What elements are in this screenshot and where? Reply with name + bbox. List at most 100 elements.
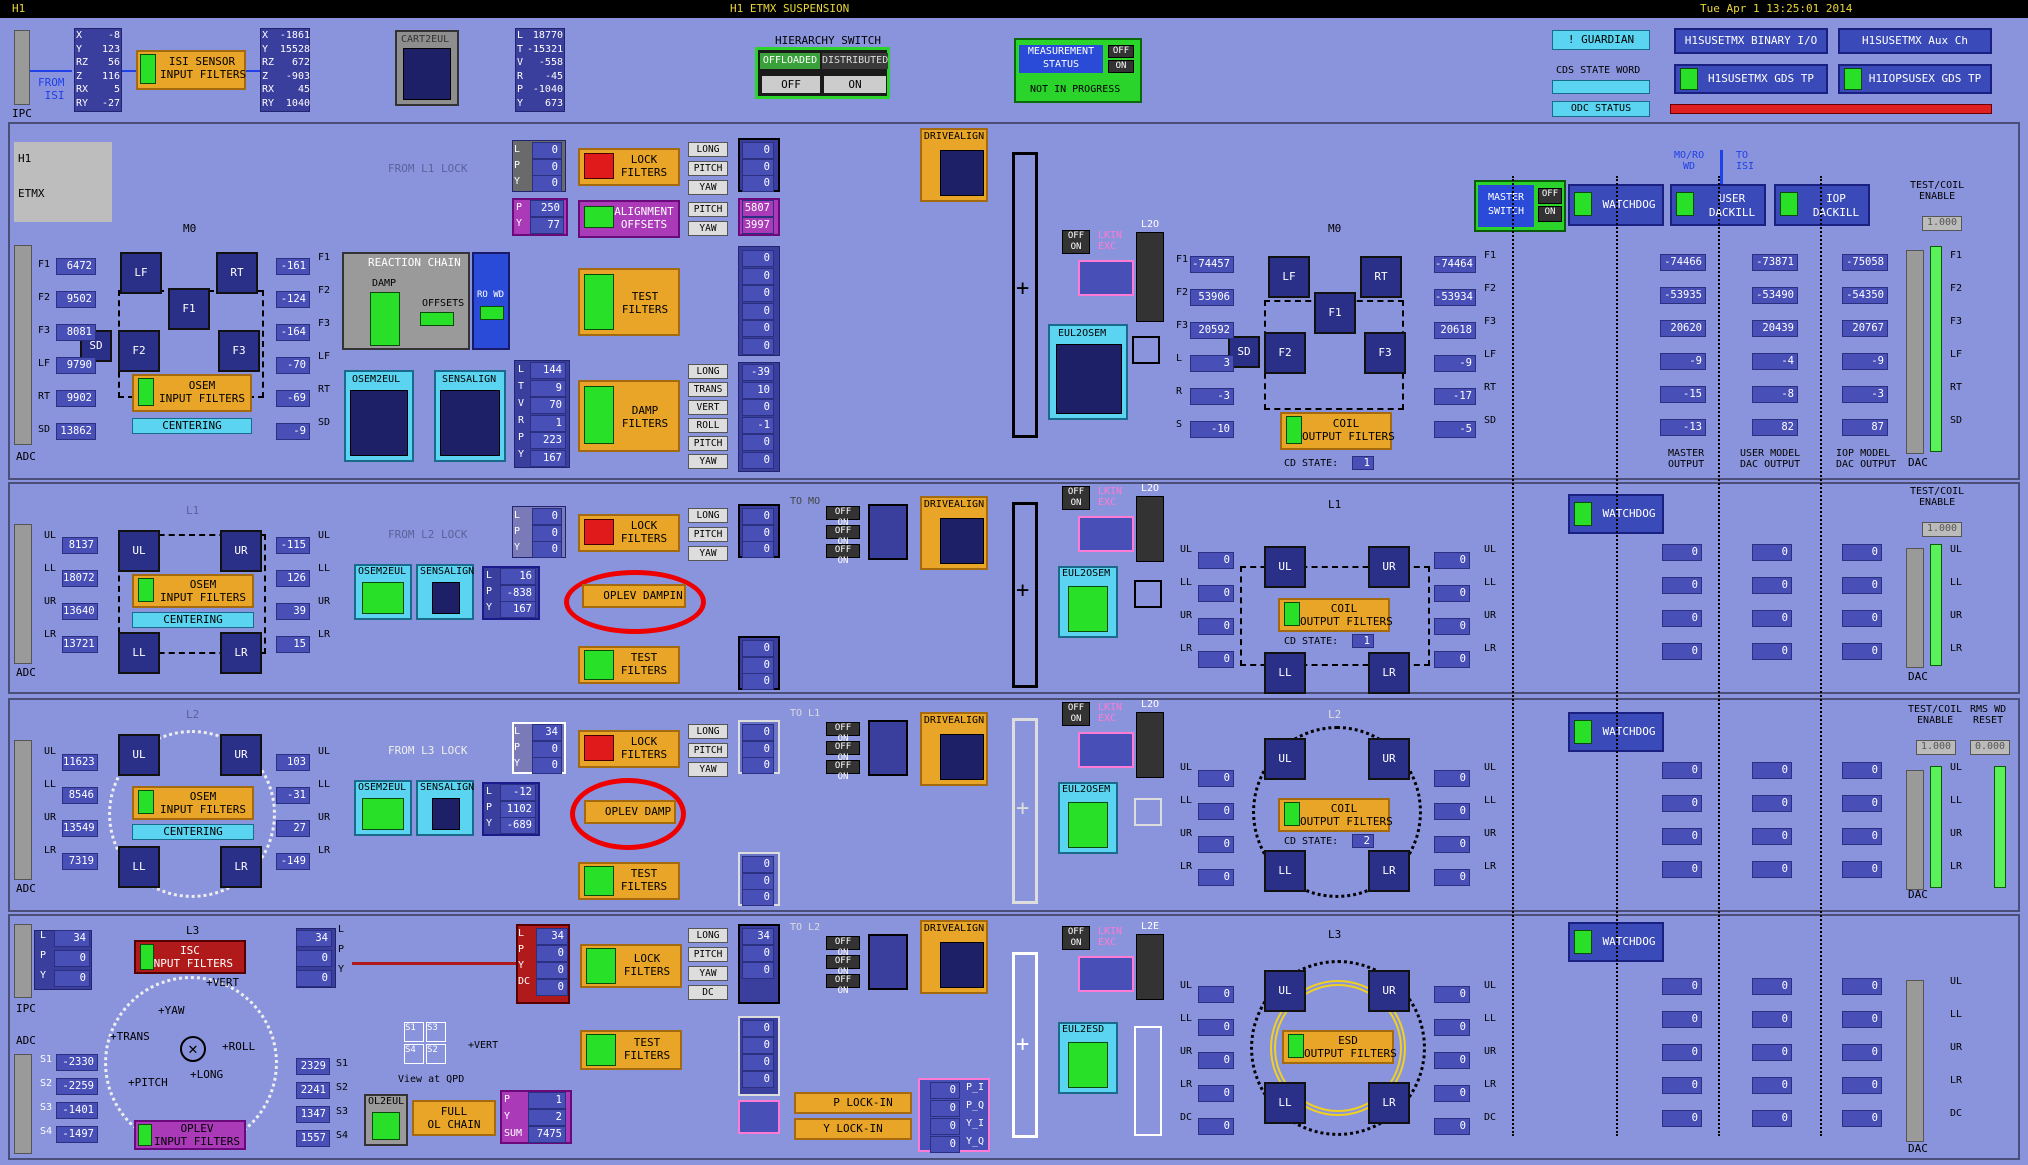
l1-centering-button[interactable]: CENTERING: [132, 612, 254, 628]
l2-coil-ll[interactable]: LL: [1264, 850, 1306, 892]
master-on[interactable]: ON: [1538, 206, 1562, 222]
l2-offon-switch[interactable]: OFF ON: [826, 722, 860, 744]
l3-offon-switch[interactable]: OFF ON: [826, 974, 860, 996]
from-isi-label: FROM ISI: [38, 76, 65, 102]
l3-oplev-input-filters-button[interactable]: OPLEV INPUT FILTERS: [134, 1120, 246, 1150]
l2-eul2osem-button[interactable]: EUL2OSEM: [1058, 782, 1118, 854]
meas-on-button[interactable]: ON: [1108, 60, 1134, 73]
l1-offon-switch[interactable]: OFF ON: [826, 506, 860, 528]
m0-eul2osem-button[interactable]: EUL2OSEM: [1048, 324, 1128, 420]
cart2eul-button[interactable]: CART2EUL: [395, 30, 459, 106]
l1-osem-lr[interactable]: LR: [220, 632, 262, 674]
iop-dackill-button[interactable]: IOP DACKILL: [1774, 184, 1870, 226]
l2-filter-label: LR: [318, 845, 331, 856]
l1-coil-ll[interactable]: LL: [1264, 652, 1306, 694]
l3-offon-switch[interactable]: OFF ON: [826, 936, 860, 958]
ro-wd-box[interactable]: RO WD: [472, 252, 510, 350]
l1-coil-ur[interactable]: UR: [1368, 546, 1410, 588]
l1-osem2eul-button[interactable]: OSEM2EUL: [354, 564, 412, 620]
l2-osem-ur[interactable]: UR: [220, 734, 262, 776]
guardian-button[interactable]: ! GUARDIAN: [1552, 30, 1650, 50]
l2-offon-switch[interactable]: OFF ON: [826, 741, 860, 763]
susetmx-gds-tp-button[interactable]: H1SUSETMX GDS TP: [1674, 64, 1828, 94]
l1-oplev-damping-button[interactable]: OPLEV DAMPIN: [582, 584, 686, 608]
l3-drivealign-button[interactable]: DRIVEALIGN: [920, 920, 988, 994]
y-lockin-button[interactable]: Y LOCK-IN: [794, 1118, 912, 1140]
l1-lock-filters-button[interactable]: LOCK FILTERS: [578, 514, 680, 552]
hierarchy-on-button[interactable]: ON: [824, 76, 886, 93]
l2-coil-ul[interactable]: UL: [1264, 738, 1306, 780]
m0-enable-input[interactable]: 1.000: [1922, 216, 1962, 231]
coil-f3[interactable]: F3: [1364, 332, 1406, 374]
hierarchy-off-button[interactable]: OFF: [762, 76, 820, 93]
coil-lf[interactable]: LF: [1268, 256, 1310, 298]
osem-f3[interactable]: F3: [218, 330, 260, 372]
l1-osem-input-filters-button[interactable]: OSEM INPUT FILTERS: [132, 574, 254, 608]
m0-out-label: F2: [1484, 283, 1497, 294]
iopsusex-gds-tp-button[interactable]: H1IOPSUSEX GDS TP: [1838, 64, 1992, 94]
l2-coil-ur[interactable]: UR: [1368, 738, 1410, 780]
l1-offon-switch[interactable]: OFF ON: [826, 525, 860, 547]
l1-eul-value: 16: [500, 568, 536, 585]
meas-off-button[interactable]: OFF: [1108, 45, 1134, 58]
m0-master-value: -13: [1660, 419, 1706, 436]
l1-eul2osem-button[interactable]: EUL2OSEM: [1058, 566, 1118, 638]
esd-lr[interactable]: LR: [1368, 1082, 1410, 1124]
l3-offon-switch[interactable]: OFF ON: [826, 955, 860, 977]
osem-lf[interactable]: LF: [120, 252, 162, 294]
l1-osem-ur[interactable]: UR: [220, 530, 262, 572]
l1-enable-input[interactable]: 1.000: [1922, 522, 1962, 537]
l2-rms-reset-input[interactable]: 0.000: [1970, 740, 2010, 755]
l1-coil-lr[interactable]: LR: [1368, 652, 1410, 694]
l3-eul2esd-button[interactable]: EUL2ESD: [1058, 1022, 1118, 1094]
l2-enable-input[interactable]: 1.000: [1916, 740, 1956, 755]
master-off[interactable]: OFF: [1538, 188, 1562, 204]
coil-rt[interactable]: RT: [1360, 256, 1402, 298]
reaction-chain-box[interactable]: REACTION CHAIN DAMP OFFSETS: [342, 252, 470, 350]
l2-centering-button[interactable]: CENTERING: [132, 824, 254, 840]
aux-channels-button[interactable]: H1SUSETMX Aux Ch: [1838, 28, 1992, 54]
m0-drivealign-button[interactable]: DRIVEALIGN: [920, 128, 988, 202]
l1-drivealign-button[interactable]: DRIVEALIGN: [920, 496, 988, 570]
l1-out-value: 0: [1434, 618, 1470, 635]
l1-sensalign-button[interactable]: SENSALIGN: [416, 564, 474, 620]
hierarchy-switch[interactable]: OFFLOADED DISTRIBUTED OFF ON: [755, 47, 890, 99]
l2-osem-ll[interactable]: LL: [118, 846, 160, 888]
l2-osem-lr[interactable]: LR: [220, 846, 262, 888]
l2-oplev-damping-button[interactable]: OPLEV DAMP: [584, 800, 676, 824]
l2-drivealign-button[interactable]: DRIVEALIGN: [920, 712, 988, 786]
binary-io-button[interactable]: H1SUSETMX BINARY I/O: [1674, 28, 1828, 54]
coil-f2[interactable]: F2: [1264, 332, 1306, 374]
l2-coil-lr[interactable]: LR: [1368, 850, 1410, 892]
osem-f1[interactable]: F1: [168, 288, 210, 330]
l3-full-ol-chain-button[interactable]: FULL OL CHAIN: [412, 1100, 496, 1136]
osem-rt[interactable]: RT: [216, 252, 258, 294]
coil-f1[interactable]: F1: [1314, 292, 1356, 334]
l2-offon-switch[interactable]: OFF ON: [826, 760, 860, 782]
l2-osem-value: 13549: [62, 820, 98, 837]
l3-ol2eul-button[interactable]: OL2EUL: [364, 1094, 408, 1146]
l3-master-value: 0: [1662, 1011, 1702, 1028]
l1-coil-ul[interactable]: UL: [1264, 546, 1306, 588]
m0-centering-button[interactable]: CENTERING: [132, 418, 252, 434]
esd-ul[interactable]: UL: [1264, 970, 1306, 1012]
osem-f2[interactable]: F2: [118, 330, 160, 372]
l1-offon-switch[interactable]: OFF ON: [826, 544, 860, 566]
master-switch[interactable]: MASTER SWITCH OFF ON: [1474, 180, 1566, 232]
l2-osem2eul-button[interactable]: OSEM2EUL: [354, 780, 412, 836]
p-lockin-button[interactable]: P LOCK-IN: [794, 1092, 912, 1114]
l2-osem-ul[interactable]: UL: [118, 734, 160, 776]
esd-ll[interactable]: LL: [1264, 1082, 1306, 1124]
m0-sensalign-button[interactable]: SENSALIGN: [434, 370, 506, 462]
l2-sensalign-button[interactable]: SENSALIGN: [416, 780, 474, 836]
offloaded-state: OFFLOADED: [760, 53, 820, 69]
esd-ur[interactable]: UR: [1368, 970, 1410, 1012]
l1-osem-ll[interactable]: LL: [118, 632, 160, 674]
odc-status-button[interactable]: ODC STATUS: [1552, 101, 1650, 117]
l1-osem-ul[interactable]: UL: [118, 530, 160, 572]
m0-osem2eul-button[interactable]: OSEM2EUL: [344, 370, 414, 462]
